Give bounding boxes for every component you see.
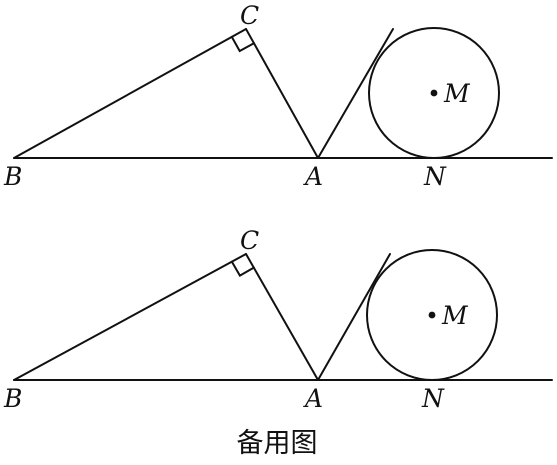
- circle-m: [366, 249, 498, 381]
- segment-ca: [245, 28, 319, 159]
- center-point-m: [428, 311, 436, 319]
- right-angle-marker: [230, 260, 255, 277]
- segment-ca: [245, 253, 319, 381]
- label-c: C: [240, 226, 259, 255]
- label-m: M: [443, 79, 471, 108]
- label-m: M: [441, 301, 469, 330]
- segment-bc: [13, 28, 247, 159]
- label-b: B: [3, 162, 22, 191]
- caption: 备用图: [237, 428, 318, 459]
- label-a: A: [303, 162, 323, 191]
- segment-bc: [13, 253, 247, 381]
- label-c: C: [240, 1, 259, 30]
- figure-main: B C A N M: [3, 1, 553, 191]
- label-b: B: [3, 384, 22, 413]
- right-angle-marker: [230, 35, 255, 53]
- label-a: A: [303, 384, 323, 413]
- label-n: N: [421, 384, 445, 413]
- figure-spare: B C A N M: [3, 226, 553, 413]
- tangent-line: [317, 28, 394, 159]
- center-point-m: [430, 89, 438, 97]
- circle-m: [368, 27, 500, 159]
- tangent-line: [317, 253, 391, 381]
- label-n: N: [423, 162, 447, 191]
